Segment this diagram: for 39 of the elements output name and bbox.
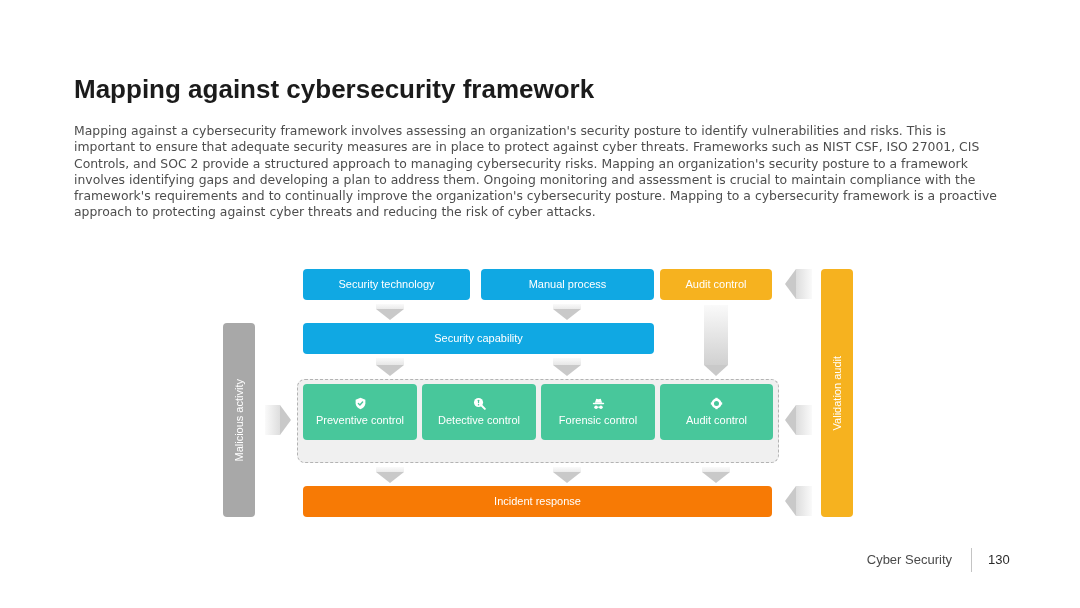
block-arrow [376,304,404,320]
block-arrow [702,467,730,483]
process-box [303,323,654,354]
block-arrow [553,304,581,320]
block-arrow [704,305,728,376]
page-number: 130 [988,552,1010,568]
process-bar [303,486,772,517]
group-container [297,379,779,463]
box-label: Audit control [685,278,747,291]
block-arrow [785,486,812,516]
slide-title: Mapping against cybersecurity framework [74,73,595,105]
vertical-bar [821,269,853,517]
box-label: Manual process [528,278,607,291]
box-label: Malicious activity [232,378,246,462]
box-label: Audit control [685,414,748,427]
box-label: Security capability [434,332,523,345]
block-arrow [376,467,404,483]
vertical-bar [223,323,255,517]
box-label: Incident response [494,495,581,508]
box-label: Detective control [438,414,520,427]
process-box [481,269,654,300]
control-card [660,384,773,440]
control-card [422,384,536,440]
block-arrow [376,358,404,376]
block-arrow [785,405,812,435]
description-paragraph: Mapping against a cybersecurity framework involves assessing an organization's security posture to identify vulnerabilities and risks. This is important to ensure that adequate security measures are in place to protect against cyber threats. Frameworks such as NIST CSF, ISO 27001, CIS Controls, and SOC 2 provide a structured approach to managing cybersecurity risks. Mapping an organization's security posture to a framework involves identifying gaps and developing a plan to address them. Ongoing monitoring and assessment is crucial to maintain compliance with the framework's requirements and to continually improve the organization's cybersecurity posture. Mapping to a cybersecurity framework is a proactive approach to protecting against cyber threats and reducing the risk of cyber attacks. [74,123,998,221]
footer-section-label: Cyber Security [866,552,952,568]
control-card [541,384,655,440]
control-card [303,384,417,440]
process-box [660,269,772,300]
block-arrow [785,269,812,299]
block-arrow [553,467,581,483]
block-arrow [553,358,581,376]
box-label: Validation audit [830,355,844,431]
block-arrow [265,405,291,435]
box-label: Preventive control [315,414,404,427]
process-box [303,269,470,300]
box-label: Forensic control [558,414,638,427]
box-label: Security technology [338,278,435,291]
